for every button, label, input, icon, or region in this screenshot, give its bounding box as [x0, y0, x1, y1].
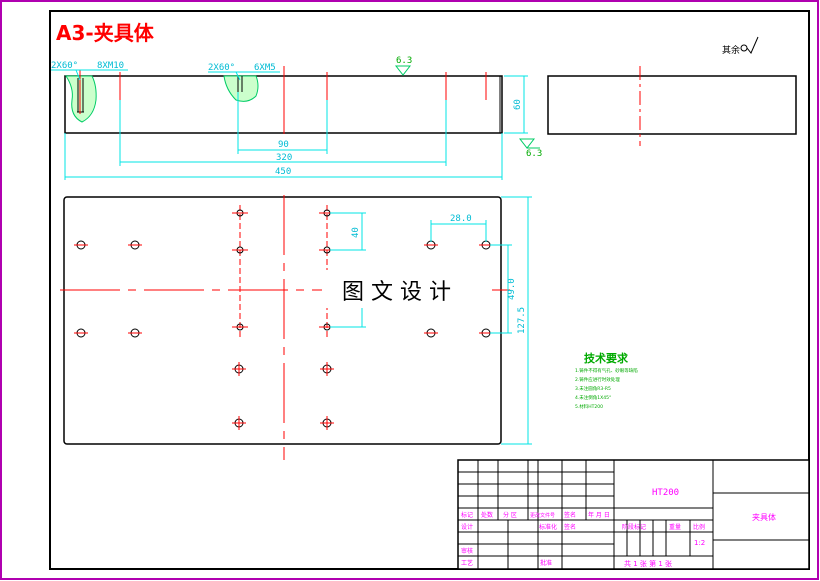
- roughness-triangle-icon: [394, 65, 412, 76]
- watermark-bg: [322, 270, 492, 308]
- tb-cell: 签名: [564, 523, 576, 531]
- tb-cell: 阶段标记: [622, 523, 646, 531]
- tb-cell: 标记: [461, 511, 473, 519]
- dim-90-label: 90: [278, 140, 289, 150]
- tb-cell: 工艺: [461, 559, 473, 567]
- roughness-value-right: 6.3: [526, 149, 542, 159]
- tech-requirements: 技术要求 1.铸件不得有气孔、砂眼等缺陷 2.铸件应进行时效处理 3.未注圆角R…: [575, 351, 638, 410]
- roughness-value-top: 6.3: [396, 56, 412, 66]
- tech-requirement-line: 5.材料HT200: [575, 403, 603, 410]
- title-block-frame: [457, 459, 810, 570]
- drawing-frame: [49, 10, 810, 570]
- tb-cell: 批准: [540, 559, 552, 567]
- callout-mid-chamfer: 2X60°: [208, 63, 235, 73]
- roughness-note-label: 其余: [722, 44, 740, 56]
- dim-40-label: 40: [351, 227, 361, 238]
- tb-cell: 标准化: [539, 523, 557, 531]
- side-view-body: [547, 75, 797, 135]
- side-view: [547, 66, 797, 146]
- dim-450-label: 450: [275, 167, 291, 177]
- tb-cell: 共 1 张 第 1 张: [624, 559, 672, 568]
- tech-requirement-line: 3.未注圆角R3-R5: [575, 385, 611, 392]
- tech-requirement-line: 2.铸件应进行时效处理: [575, 376, 620, 383]
- dim-127-label: 127.5: [517, 307, 527, 334]
- tb-cell: 比例: [693, 523, 705, 531]
- check-mark-icon: [746, 36, 759, 54]
- tb-cell: 设计: [461, 523, 473, 531]
- roughness-symbol-icon: [740, 44, 748, 52]
- material-label: HT200: [652, 488, 679, 498]
- roughness-triangle-icon: [518, 138, 536, 149]
- section-hatch-mid: [223, 75, 259, 102]
- sheet-title: A3-夹具体: [56, 21, 155, 45]
- watermark-text: 图 文 设 计: [342, 280, 451, 305]
- part-name-label: 夹具体: [752, 512, 776, 522]
- tech-requirement-line: 1.铸件不得有气孔、砂眼等缺陷: [575, 367, 638, 374]
- dim-28-label: 28.0: [450, 214, 472, 224]
- dim-height-label: 60: [513, 99, 523, 110]
- tb-cell: 审核: [461, 547, 473, 555]
- plan-view: 40 28.0 49.0 127.5: [60, 195, 532, 460]
- tech-requirements-heading: 技术要求: [584, 351, 629, 365]
- section-hatch-left: [65, 75, 97, 123]
- front-view: 2X60° 8XM10 2X60° 6XM5 6.3 60 6.3 90 320…: [51, 56, 542, 180]
- plan-view-body: [63, 196, 502, 445]
- callout-left-thread: 8XM10: [97, 61, 124, 71]
- title-block: HT200 夹具体 标记 处数 分 区 更改文件号 签名 年 月 日 设计 标准…: [457, 459, 810, 570]
- callout-left-chamfer: 2X60°: [51, 61, 78, 71]
- tb-cell: 重量: [669, 523, 681, 531]
- dim-320-label: 320: [276, 153, 292, 163]
- tb-cell: 年 月 日: [588, 511, 610, 519]
- dim-49-label: 49.0: [507, 278, 517, 300]
- callout-leader: [235, 71, 241, 81]
- tb-cell: 处数: [481, 511, 493, 519]
- tech-requirement-line: 4.未注倒角1X45°: [575, 394, 611, 401]
- callout-mid-thread: 6XM5: [254, 63, 276, 73]
- roughness-note: 其余: [722, 36, 759, 56]
- tb-cell: 1:2: [694, 539, 705, 547]
- callout-leader: [75, 69, 81, 81]
- tb-cell: 分 区: [503, 511, 517, 519]
- tb-cell: 签名: [564, 511, 576, 519]
- tb-cell: 更改文件号: [530, 512, 555, 519]
